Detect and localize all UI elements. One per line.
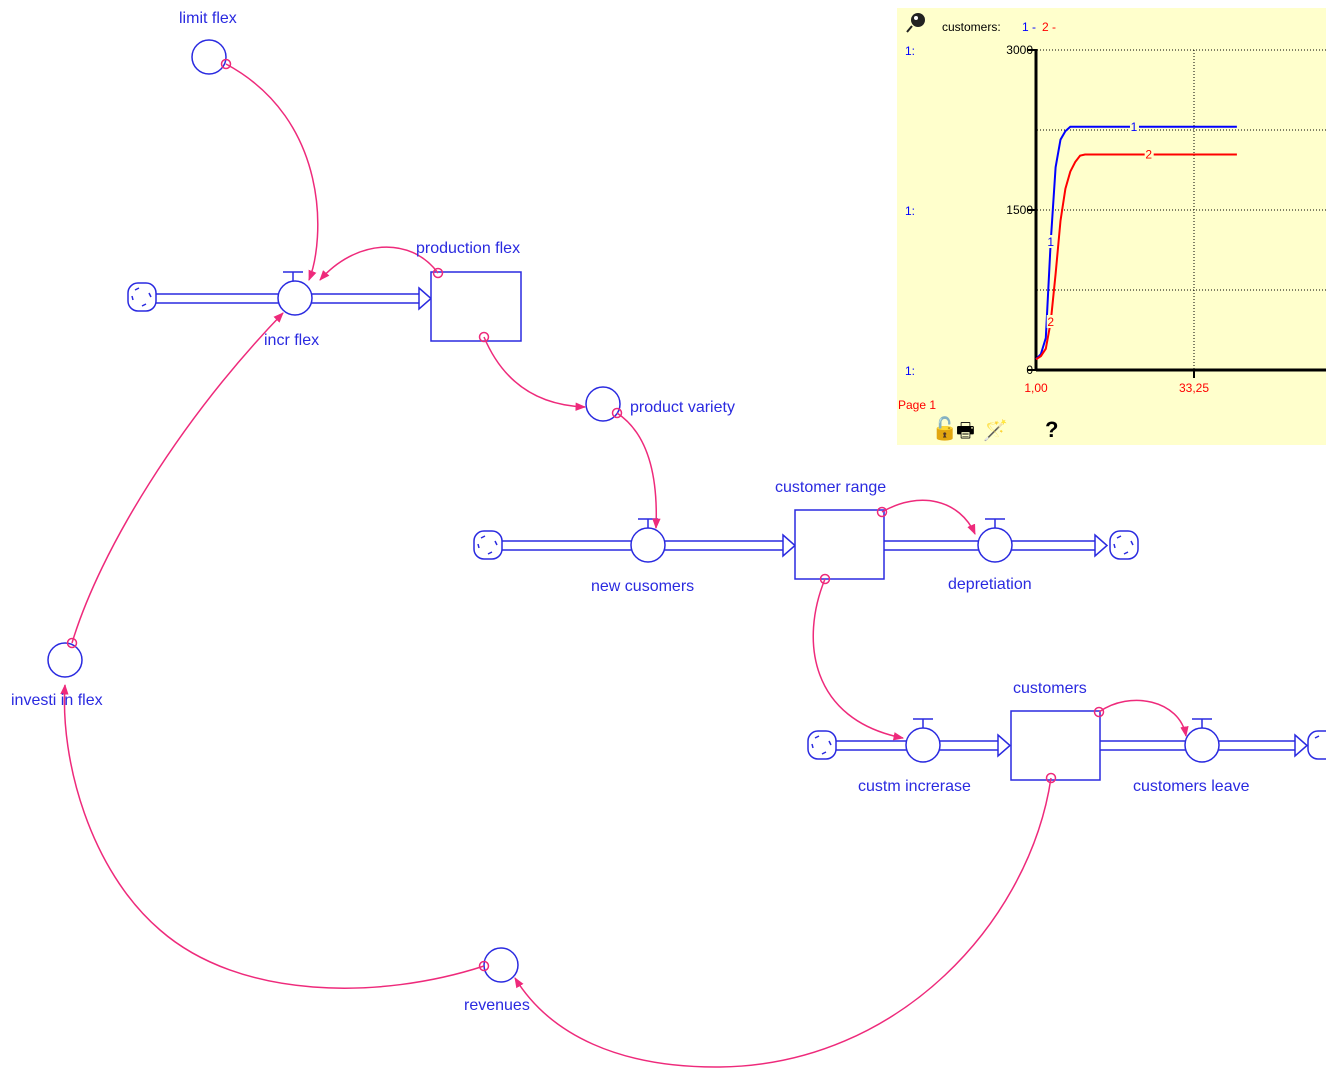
series-1-line [1035, 125, 1237, 360]
valve-depretiation[interactable] [977, 518, 1013, 563]
connector-production-flex-to-incr-flex[interactable] [319, 246, 439, 281]
label-customers-leave: customers leave [1133, 778, 1250, 795]
label-revenues: revenues [464, 997, 530, 1014]
series-2-marker: 2 [1145, 148, 1152, 162]
connector-customer-range-to-depretiation[interactable] [881, 499, 976, 535]
sink-cloud-icon [1109, 530, 1139, 560]
sink-cloud-icon [1307, 730, 1326, 760]
connector-customers-to-revenues[interactable] [514, 777, 1052, 1068]
print-icon[interactable]: 🖶 [956, 418, 975, 442]
pin-icon[interactable] [906, 13, 925, 33]
label-limit-flex: limit flex [179, 10, 237, 27]
graph-title-prefix: customers: [942, 20, 1001, 34]
label-custm-increase: custm increrase [858, 778, 971, 795]
series-1-marker: 1 [1131, 120, 1138, 134]
graph-title-series-2: 2 - [1042, 20, 1056, 34]
lock-icon[interactable]: 🔓 [931, 417, 959, 442]
x-tick-label: 1,00 [1024, 381, 1048, 395]
source-cloud-icon [807, 730, 837, 760]
connector-customer-range-to-custm-increase[interactable] [812, 578, 905, 741]
y-tick-label: 1500 [1006, 203, 1033, 217]
connector-invest-in-flex-to-incr-flex[interactable] [71, 312, 284, 644]
x-tick-label: 33,25 [1179, 381, 1209, 395]
series-2-line [1035, 153, 1237, 361]
series-1-marker: 1 [1047, 235, 1054, 249]
stock-customer-range[interactable] [794, 509, 885, 580]
converter-invest-in-flex[interactable] [47, 642, 83, 678]
connector-product-variety-to-new-customers[interactable] [616, 412, 661, 530]
grid [1037, 49, 1326, 370]
label-product-variety: product variety [630, 399, 735, 416]
row-label: 1: [905, 44, 915, 58]
label-production-flex: production flex [416, 240, 520, 257]
series-2-marker-bg [1144, 147, 1154, 161]
converter-revenues[interactable] [483, 947, 519, 983]
source-cloud-icon [473, 530, 503, 560]
magic-wand-icon[interactable]: 🪄 [983, 418, 1008, 442]
series-2-marker: 2 [1047, 315, 1054, 329]
stock-production-flex[interactable] [430, 271, 522, 342]
valve-customers-leave[interactable] [1184, 718, 1220, 763]
graph-title-series-1: 1 - [1022, 20, 1036, 34]
page-label[interactable]: Page 1 [898, 398, 936, 412]
connector-revenues-to-invest-in-flex[interactable] [60, 683, 485, 989]
series-2-marker-bg [1046, 315, 1056, 328]
stock-customers[interactable] [1010, 710, 1101, 781]
customers-line-chart: customers: 1 - 2 - 1: 1: 1: 3000 1500 0 … [898, 13, 1326, 412]
row-label: 1: [905, 204, 915, 218]
connector-limit-flex-to-incr-flex[interactable] [225, 63, 319, 281]
valve-custm-increase[interactable] [905, 718, 941, 763]
label-depretiation: depretiation [948, 576, 1032, 593]
series-1-marker-bg [1046, 235, 1056, 248]
converter-limit-flex[interactable] [191, 39, 227, 75]
label-new-customers: new cusomers [591, 578, 694, 595]
row-label: 1: [905, 364, 915, 378]
help-icon[interactable]: ? [1045, 417, 1059, 442]
connector-customers-to-customers-leave[interactable] [1098, 699, 1189, 738]
label-customers: customers [1013, 680, 1087, 697]
valve-new-customers[interactable] [630, 518, 666, 563]
converter-product-variety[interactable] [585, 386, 621, 422]
series-1-marker-bg [1129, 119, 1139, 133]
label-incr-flex: incr flex [264, 332, 319, 349]
graph-pad: customers: 1 - 2 - 1: 1: 1: 3000 1500 0 … [897, 8, 1326, 445]
label-customer-range: customer range [775, 479, 886, 496]
y-tick-label: 3000 [1006, 43, 1033, 57]
valve-incr-flex[interactable] [277, 271, 313, 316]
connector-production-flex-to-product-variety[interactable] [483, 336, 587, 411]
source-cloud-icon [127, 282, 157, 312]
label-invest-in-flex: investi in flex [11, 692, 103, 709]
